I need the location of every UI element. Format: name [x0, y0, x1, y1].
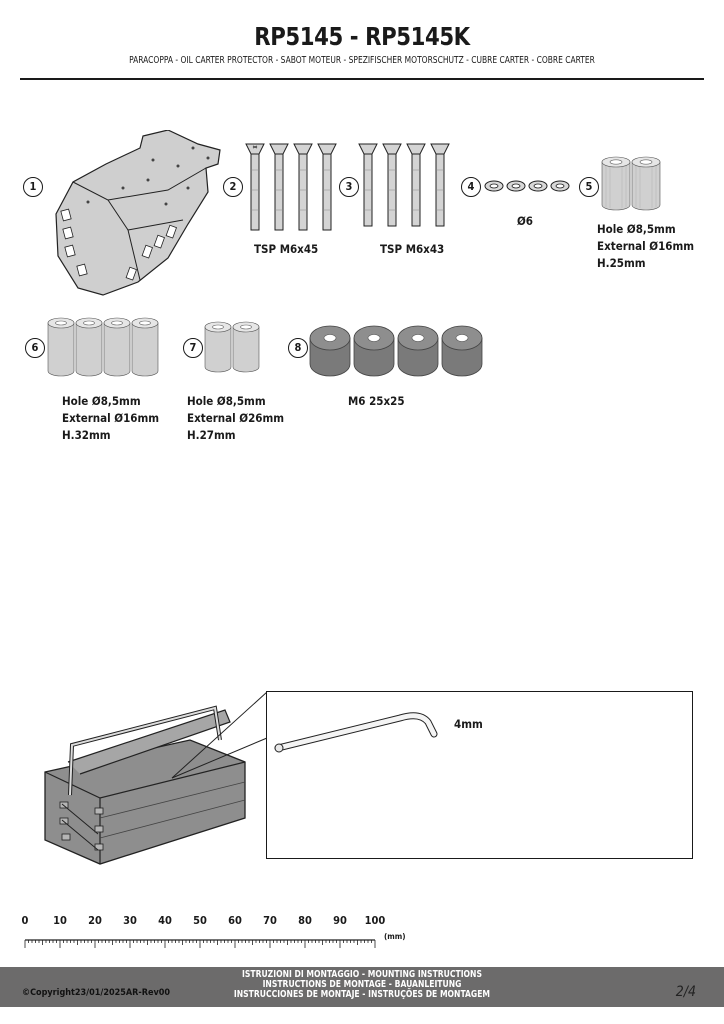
part-6-height: H.32mm: [62, 428, 111, 442]
ruler-tick-label: 40: [158, 914, 172, 927]
part-number-1: 1: [23, 177, 43, 197]
part-number-3: 3: [339, 177, 359, 197]
footer-line-1: ISTRUZIONI DI MONTAGGIO - MOUNTING INSTR…: [242, 969, 482, 980]
part-7-external: External Ø26mm: [187, 411, 285, 425]
part-7-hole: Hole Ø8,5mm: [187, 394, 266, 408]
ruler-tick-label: 20: [88, 914, 102, 927]
part-number-2: 2: [223, 177, 243, 197]
ruler-unit: (mm): [384, 932, 406, 941]
footer-bar: ISTRUZIONI DI MONTAGGIO - MOUNTING INSTR…: [0, 967, 724, 1007]
part-6-specs: Hole Ø8,5mm External Ø16mm H.32mm: [62, 393, 159, 444]
spacer-25mm-drawing: [601, 156, 661, 211]
footer-line-3: INSTRUCCIONES DE MONTAJE - INSTRUÇÕES DE…: [233, 989, 491, 1000]
part-number-4: 4: [461, 177, 481, 197]
part-7-specs: Hole Ø8,5mm External Ø26mm H.27mm: [187, 393, 284, 444]
screw-m6x43-drawing: [358, 143, 450, 227]
ruler-tick-label: 0: [21, 914, 29, 927]
ruler-tick-label: 90: [333, 914, 347, 927]
part-5-external: External Ø16mm: [597, 239, 695, 253]
part-6-external: External Ø16mm: [62, 411, 160, 425]
part-2-label: TSP M6x45: [254, 242, 319, 256]
part-8-label: M6 25x25: [348, 394, 405, 408]
ruler-tick-label: 60: [228, 914, 242, 927]
footer-line-2: INSTRUCTIONS DE MONTAGE - BAUANLEITUNG: [262, 979, 462, 990]
part-number-8: 8: [288, 338, 308, 358]
copyright-text: ©Copyright23/01/2025AR-Rev00: [22, 988, 171, 998]
document-subtitle: PARACOPPA - OIL CARTER PROTECTOR - SABOT…: [129, 55, 595, 66]
part-5-specs: Hole Ø8,5mm External Ø16mm H.25mm: [597, 221, 694, 272]
toolbox-callout-lines: [171, 691, 268, 779]
part-5-height: H.25mm: [597, 256, 646, 270]
ruler-tick-label: 10: [53, 914, 67, 927]
part-number-6: 6: [25, 338, 45, 358]
screw-m6x45-drawing: [245, 143, 337, 231]
washer-drawing: [484, 180, 570, 192]
scale-ruler: [24, 939, 376, 948]
ruler-tick-label: 50: [193, 914, 207, 927]
part-5-hole: Hole Ø8,5mm: [597, 222, 676, 236]
part-3-label: TSP M6x43: [380, 242, 445, 256]
document-title: RP5145 - RP5145K: [254, 22, 470, 51]
hex-key-icon: [274, 712, 438, 753]
toolbox-icon: [44, 705, 246, 865]
ruler-tick-label: 30: [123, 914, 137, 927]
page-number: 2/4: [675, 984, 696, 1000]
rubber-spacer-m6-drawing: [309, 325, 483, 377]
spacer-27mm-drawing: [204, 321, 260, 373]
part-4-label: Ø6: [517, 214, 533, 228]
part-6-hole: Hole Ø8,5mm: [62, 394, 141, 408]
header-divider: [20, 78, 704, 80]
tools-panel: [266, 691, 693, 859]
part-number-5: 5: [579, 177, 599, 197]
part-number-7: 7: [183, 338, 203, 358]
ruler-tick-label: 80: [298, 914, 312, 927]
ruler-tick-label: 70: [263, 914, 277, 927]
oil-carter-protector-drawing: [55, 130, 221, 296]
part-7-height: H.27mm: [187, 428, 236, 442]
hex-key-size-label: 4mm: [454, 717, 483, 731]
spacer-32mm-drawing: [47, 317, 159, 377]
ruler-tick-label: 100: [364, 914, 386, 927]
